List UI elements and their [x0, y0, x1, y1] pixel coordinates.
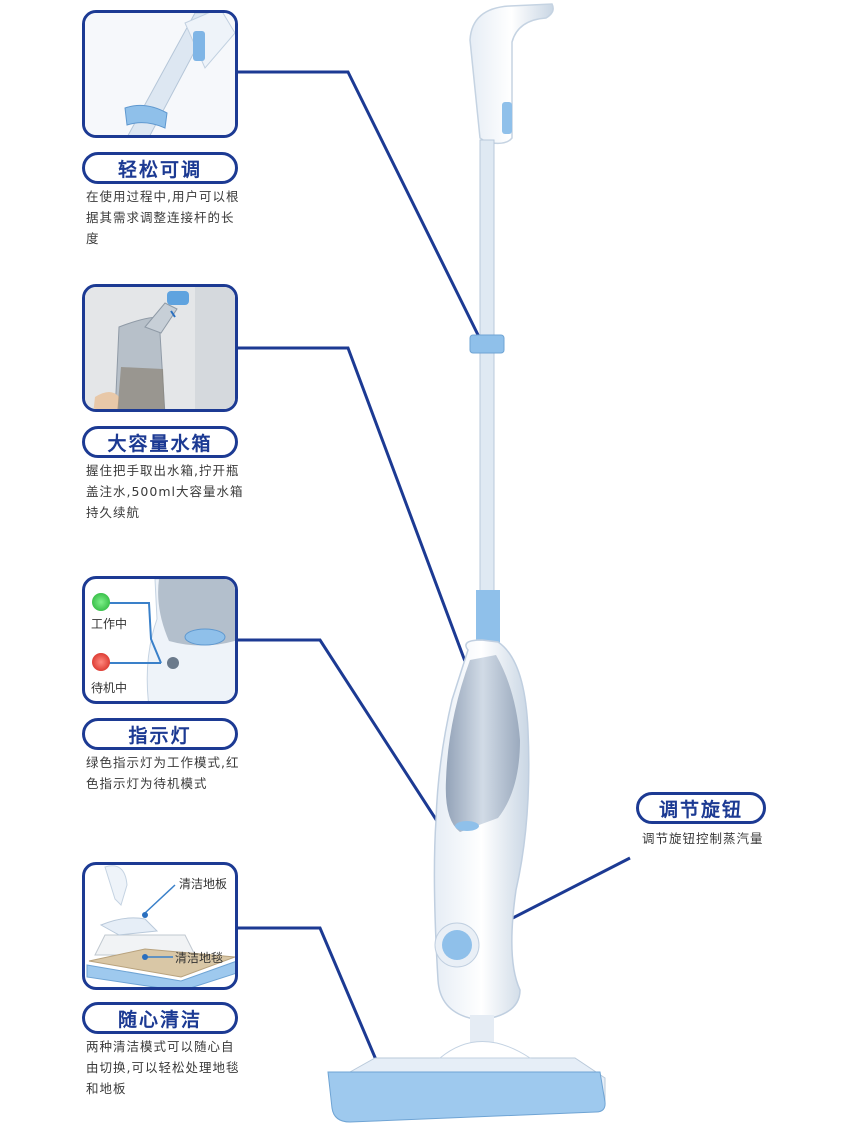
adjust-desc: 在使用过程中,用户可以根据其需求调整连接杆的长度: [86, 189, 240, 246]
clean-title: 随心清洁: [82, 1002, 238, 1034]
red-light-icon: [92, 653, 110, 671]
leader-line-adjust: [238, 70, 485, 346]
leader-line-tank: [238, 346, 474, 681]
clean-thumbnail: 清洁地板 清洁地毯: [82, 862, 238, 990]
leader-line-clean: [238, 926, 390, 1089]
adjust-title: 轻松可调: [82, 152, 238, 184]
light-title: 指示灯: [82, 718, 238, 750]
mop-product-illustration: [327, 3, 606, 1123]
tank-title: 大容量水箱: [82, 426, 238, 458]
adjust-thumbnail: [82, 10, 238, 138]
leader-line-light: [238, 638, 450, 839]
water-bottle-illustration: [85, 287, 235, 409]
status-on-label: 工作中: [91, 617, 128, 631]
indicator-light-illustration: [107, 579, 235, 701]
status-standby-label: 待机中: [91, 681, 128, 695]
clean-desc: 两种清洁模式可以随心自由切换,可以轻松处理地毯和地板: [86, 1039, 240, 1096]
tank-desc: 握住把手取出水箱,拧开瓶盖注水,500ml大容量水箱持久续航: [86, 463, 244, 520]
light-desc: 绿色指示灯为工作模式,红色指示灯为待机模式: [86, 755, 240, 791]
knob-desc: 调节旋钮控制蒸汽量: [642, 831, 764, 846]
carpet-label: 清洁地毯: [175, 951, 224, 965]
pole-clip-illustration: [85, 13, 235, 135]
light-thumbnail: 工作中 待机中: [82, 576, 238, 704]
floor-label: 清洁地板: [179, 877, 228, 891]
knob-title: 调节旋钮: [636, 792, 766, 824]
tank-thumbnail: [82, 284, 238, 412]
mop-pad-illustration: [86, 865, 235, 987]
green-light-icon: [92, 593, 110, 611]
